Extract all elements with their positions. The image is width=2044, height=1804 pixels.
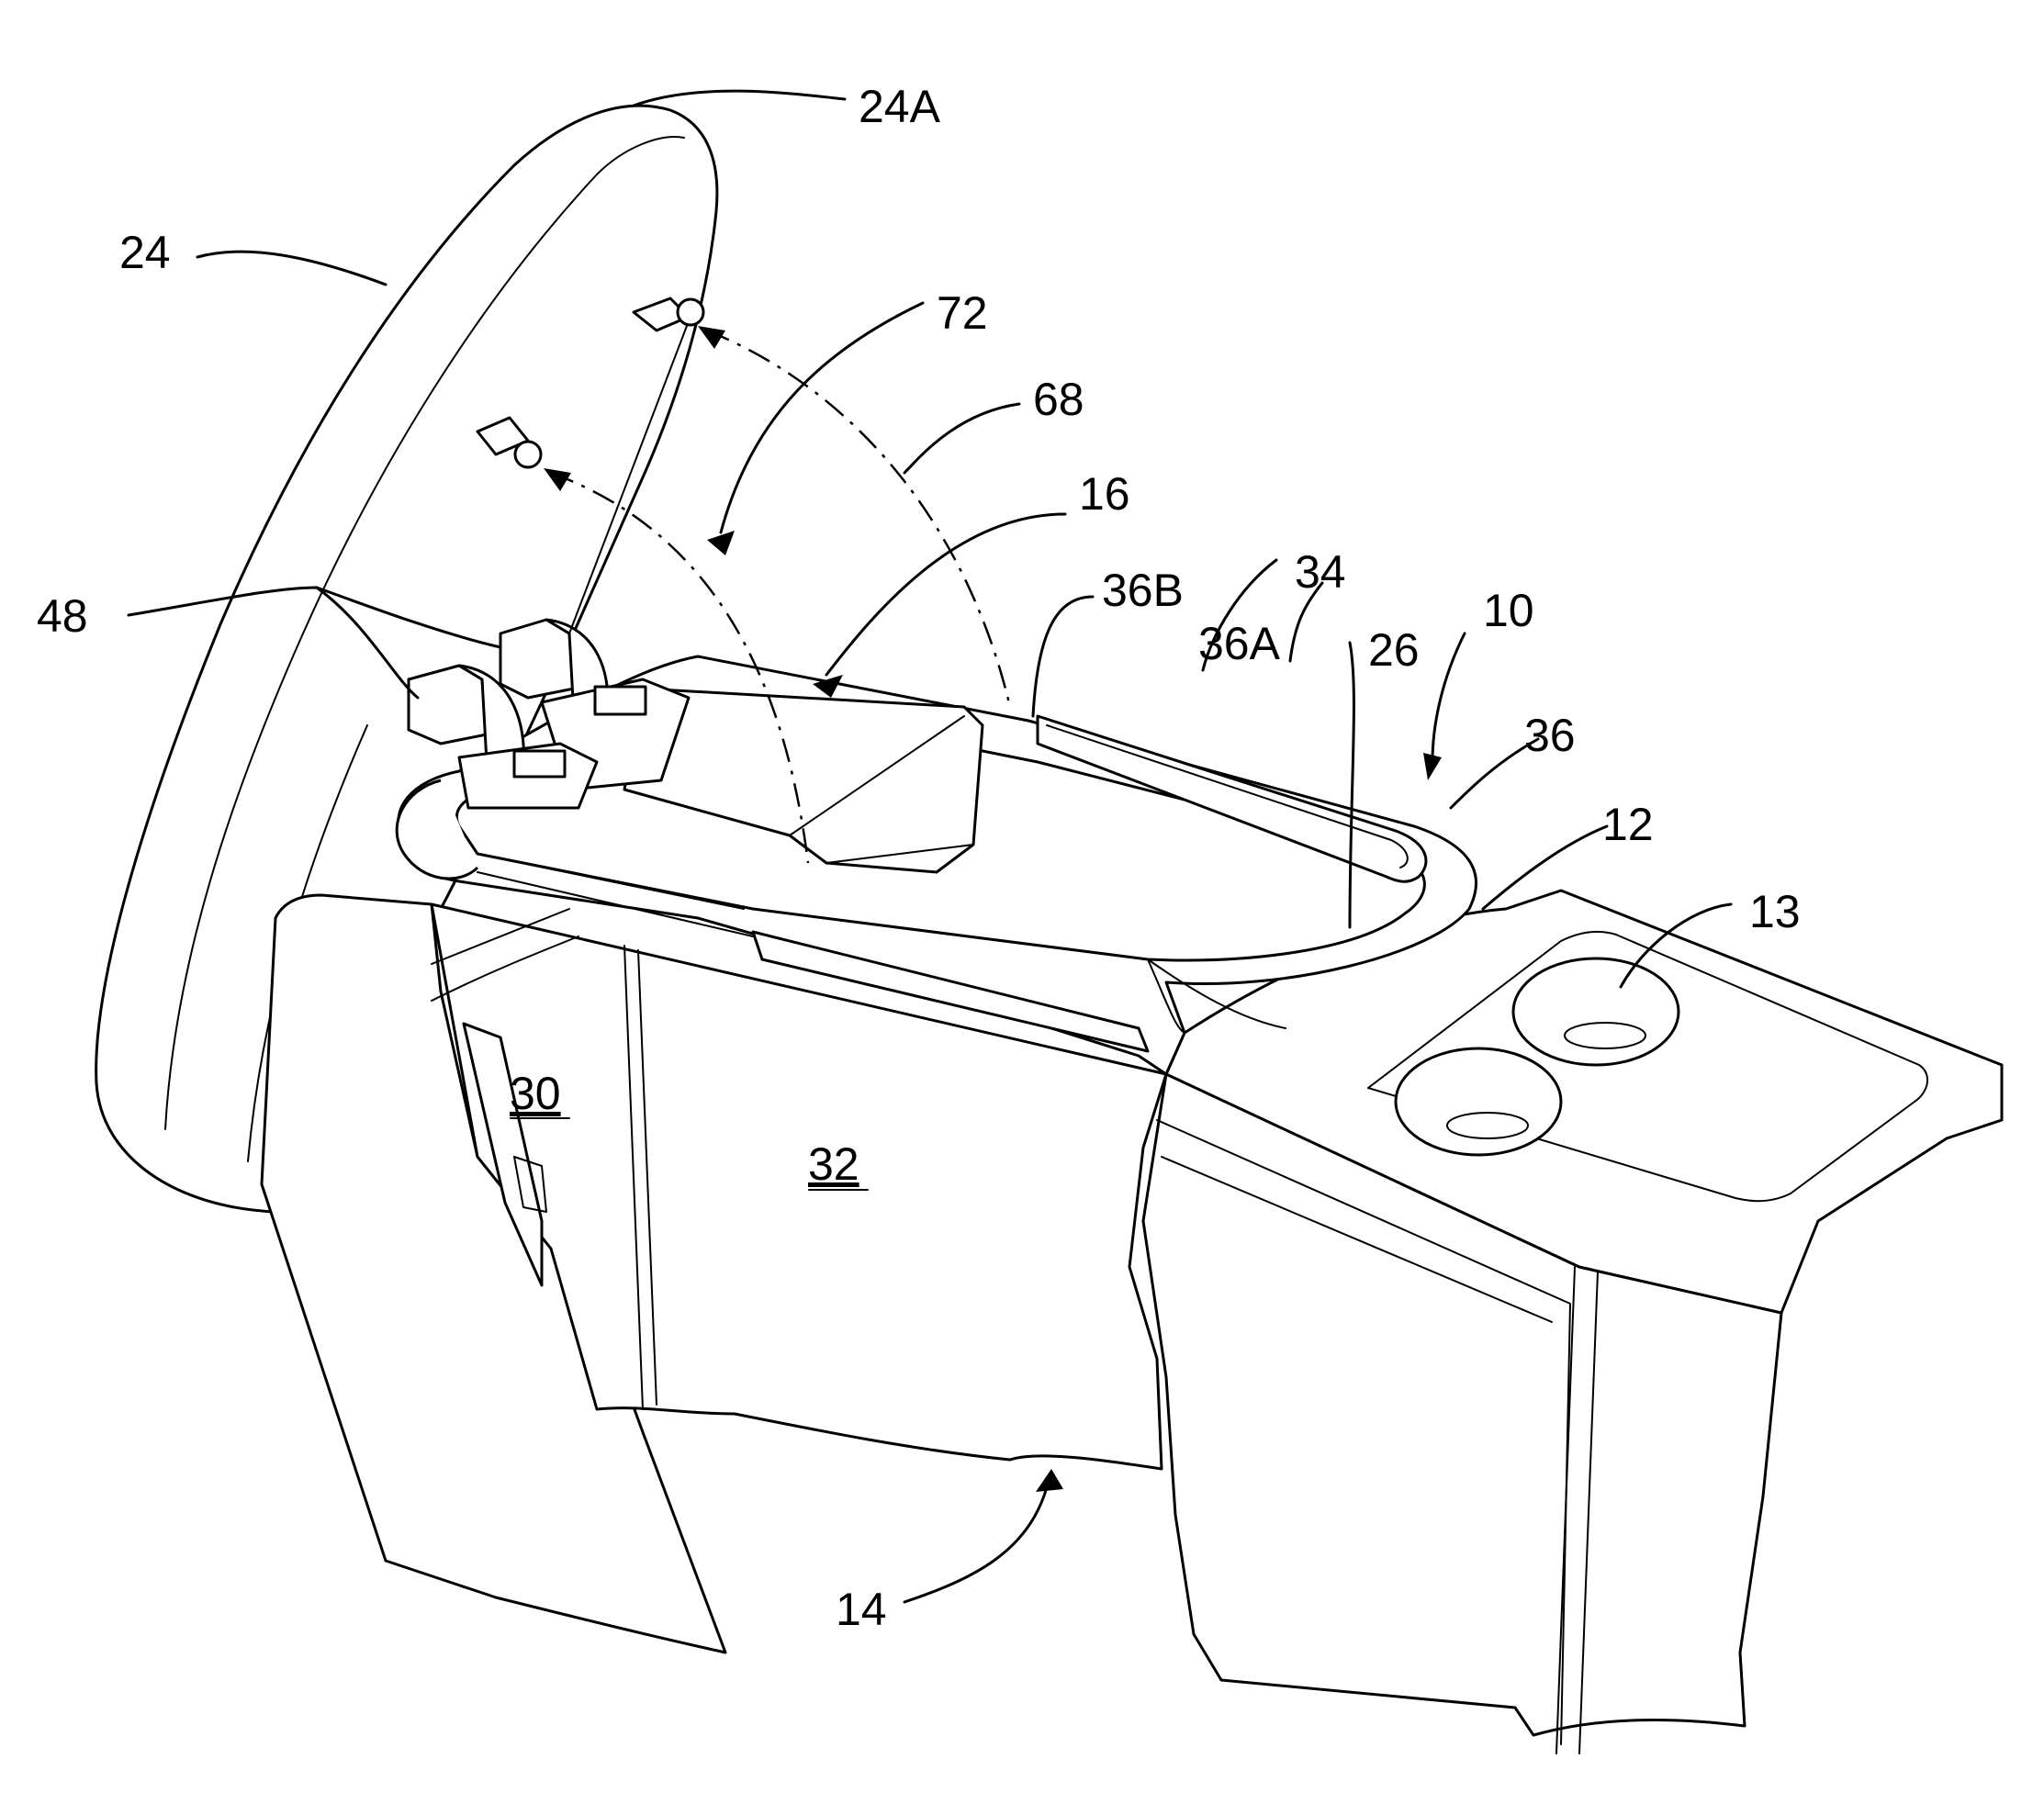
label-48: 48 [37,590,88,642]
label-26: 26 [1368,624,1420,676]
label-36B: 36B [1102,565,1184,616]
label-14: 14 [836,1584,887,1635]
label-24: 24 [119,227,171,278]
label-32: 32 [808,1138,859,1190]
label-13: 13 [1749,886,1801,937]
label-34: 34 [1295,546,1346,598]
label-68: 68 [1033,374,1084,425]
label-30: 30 [510,1068,561,1119]
label-10: 10 [1483,585,1534,636]
label-36A: 36A [1198,618,1281,669]
label-24A: 24A [859,81,941,132]
label-36: 36 [1524,710,1576,761]
label-72: 72 [937,287,988,339]
label-16: 16 [1079,468,1130,520]
label-12: 12 [1602,799,1654,850]
